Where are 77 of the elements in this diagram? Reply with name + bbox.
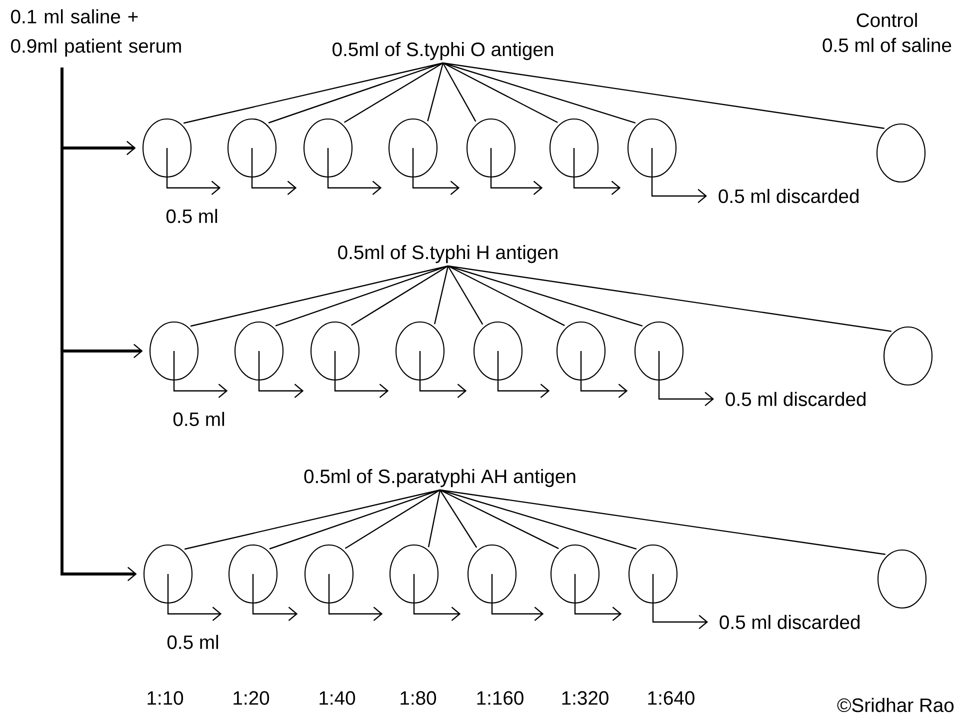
circle — [627, 118, 677, 178]
ratio-label: 1:10 — [148, 691, 184, 705]
line — [427, 62, 444, 122]
circle — [310, 321, 360, 381]
ratio-label: 1:320 — [562, 691, 608, 705]
ratio-label: 1:80 — [400, 691, 436, 705]
column-heading: 0.5 ml of saline — [822, 38, 952, 52]
line — [350, 265, 448, 326]
circle — [466, 118, 516, 178]
line — [344, 62, 444, 123]
circle — [149, 321, 199, 381]
line — [448, 266, 484, 325]
line — [190, 265, 448, 327]
arrow — [651, 148, 707, 204]
line — [344, 489, 440, 549]
arrow — [491, 574, 544, 621]
circle — [550, 544, 600, 604]
circle — [142, 118, 192, 178]
arrow — [658, 351, 714, 406]
edge-label: 0.5 ml — [171, 410, 227, 428]
circle — [634, 321, 684, 381]
discard-label: 0.5 ml discarded — [718, 188, 858, 204]
circle — [227, 118, 277, 178]
antigen-label: 0.5ml of S.typhi O antigen — [332, 42, 553, 60]
line — [275, 265, 448, 326]
line — [434, 266, 449, 324]
line — [183, 62, 444, 124]
line — [184, 489, 440, 550]
sample-label: 0.1 ml saline + 0.9ml patient serum — [11, 9, 181, 57]
line — [440, 489, 886, 555]
circle — [876, 123, 926, 183]
arrow — [60, 68, 137, 582]
ratio-label: 1:160 — [477, 691, 524, 705]
edge-label: 0.5 ml — [164, 208, 220, 224]
line — [442, 62, 558, 124]
arrow — [490, 148, 543, 195]
ratio-label: 1:40 — [320, 691, 356, 705]
line — [440, 490, 478, 548]
discard-label: 0.5 ml discarded — [726, 392, 866, 406]
column-heading: Control — [856, 12, 917, 28]
circle — [228, 544, 278, 604]
arrow — [574, 574, 622, 621]
line — [448, 265, 892, 332]
ratio-label: 1:640 — [648, 691, 694, 705]
circle — [883, 326, 933, 386]
edge-label: 0.5 ml — [165, 634, 221, 650]
line — [440, 489, 637, 550]
circle — [556, 321, 606, 381]
line — [269, 489, 440, 550]
circle — [877, 549, 927, 609]
circle — [628, 544, 678, 604]
circle — [388, 118, 438, 178]
discard-label: 0.5 ml discarded — [720, 614, 860, 630]
arrow — [652, 574, 708, 630]
antigen-label: 0.5ml of S.typhi H antigen — [338, 245, 558, 264]
line — [442, 62, 476, 122]
line — [442, 62, 636, 124]
line — [440, 489, 559, 550]
circle — [473, 321, 523, 381]
arrow — [497, 351, 550, 398]
circle — [304, 544, 354, 604]
circle — [549, 118, 599, 178]
circle — [389, 544, 439, 604]
circle — [143, 544, 193, 604]
line — [448, 265, 565, 326]
circle — [467, 544, 517, 604]
arrow — [413, 574, 461, 621]
antigen-label: 0.5ml of S.paratyphi AH antigen — [304, 469, 576, 488]
circle — [234, 321, 284, 381]
ratio-label: 1:20 — [234, 691, 270, 705]
line — [428, 490, 441, 548]
circle — [303, 118, 353, 178]
credit-text: ©Sridhar Rao — [837, 698, 954, 712]
circle — [395, 321, 445, 381]
line — [268, 62, 444, 124]
line — [448, 265, 643, 327]
line — [442, 62, 884, 129]
